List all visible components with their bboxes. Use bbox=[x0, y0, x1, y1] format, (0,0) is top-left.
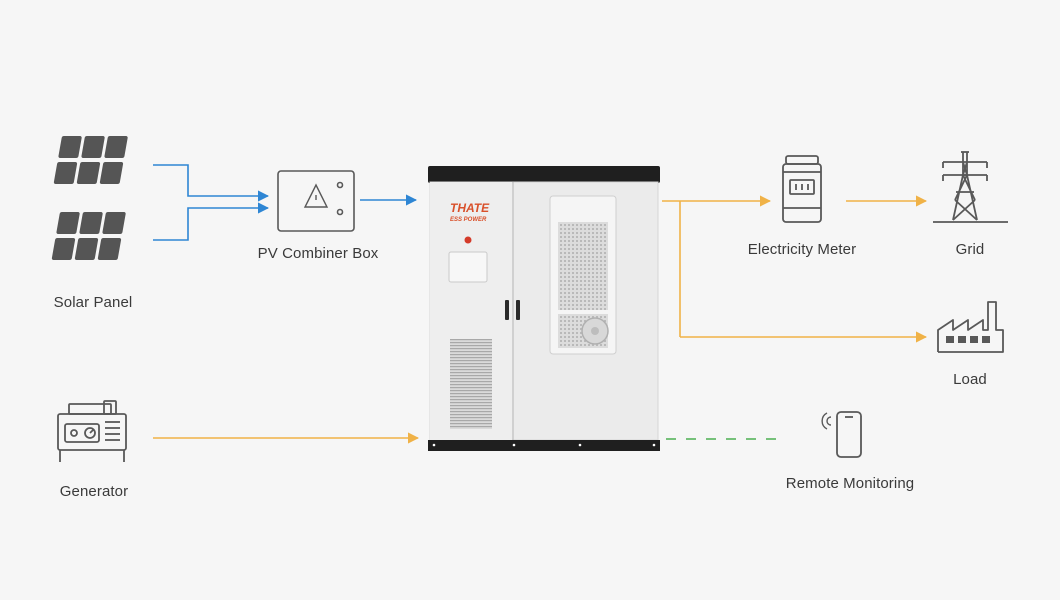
ess-cabinet bbox=[428, 166, 660, 451]
pv-combiner-box-icon bbox=[277, 170, 355, 232]
label-remote-monitoring: Remote Monitoring bbox=[785, 475, 915, 492]
grid-tower-icon bbox=[933, 151, 1008, 223]
electricity-meter-icon bbox=[782, 155, 822, 223]
generator-icon bbox=[57, 400, 127, 462]
label-load: Load bbox=[953, 371, 987, 388]
ac-flow-lines bbox=[662, 195, 928, 343]
cabinet-logo: THATE ESS POWER bbox=[450, 201, 490, 223]
label-solar-panel: Solar Panel bbox=[53, 294, 133, 311]
indicator-light-icon bbox=[464, 236, 472, 244]
svg-text:ESS POWER: ESS POWER bbox=[450, 217, 487, 223]
label-electricity-meter: Electricity Meter bbox=[747, 241, 857, 258]
smartphone-icon bbox=[821, 411, 862, 458]
solar-panel-icon bbox=[51, 136, 128, 260]
label-generator: Generator bbox=[59, 483, 129, 500]
dc-flow-lines bbox=[153, 164, 418, 241]
load-factory-icon bbox=[937, 301, 1004, 353]
label-grid: Grid bbox=[955, 241, 985, 258]
label-pv-combiner-box: PV Combiner Box bbox=[257, 245, 379, 262]
svg-text:THATE: THATE bbox=[450, 201, 490, 215]
